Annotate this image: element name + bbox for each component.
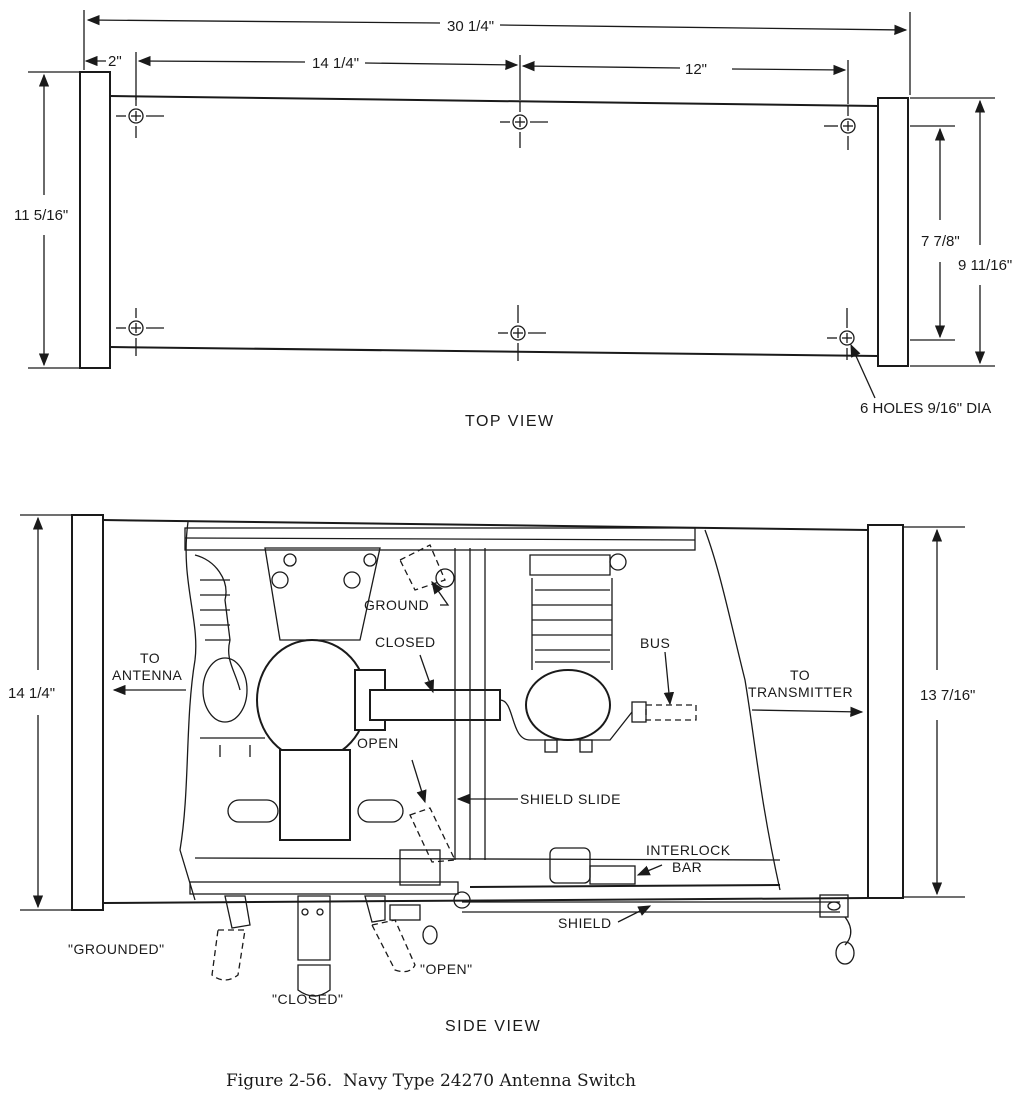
- arrow-right-icon: [751, 706, 864, 717]
- closed-position-label: "CLOSED": [272, 991, 344, 1007]
- hole-spacing-left-dim: 14 1/4": [312, 55, 359, 72]
- cutaway-left: [179, 521, 197, 901]
- to-antenna-label-2: ANTENNA: [112, 667, 183, 683]
- side-view-title: SIDE VIEW: [445, 1018, 541, 1035]
- top-view-title: TOP VIEW: [465, 413, 555, 430]
- slot: [227, 799, 279, 823]
- base-and-interlock: [189, 847, 781, 895]
- left-insulator: [194, 554, 248, 723]
- hole-icon: [500, 102, 548, 148]
- hole-icon: [116, 308, 164, 356]
- hole-icon: [116, 96, 164, 138]
- to-antenna-label: TO: [140, 650, 160, 666]
- left-end-plate: [71, 514, 104, 911]
- figure-caption: Figure 2-56. Navy Type 24270 Antenna Swi…: [226, 1071, 636, 1091]
- hole-row-spacing-dim: 7 7/8": [921, 233, 960, 250]
- nut-icon: [271, 571, 289, 589]
- right-height-dim: 9 11/16": [958, 257, 1012, 274]
- bus-label: BUS: [640, 635, 670, 651]
- to-transmitter-label: TO: [790, 667, 810, 683]
- top-rail: [184, 527, 696, 551]
- switch-arm: [279, 749, 351, 841]
- contact-blade: [369, 689, 501, 721]
- side-view: 14 1/4" 13 7/16" TO ANTENNA TO TRANSMITT…: [8, 514, 975, 1035]
- hole-spacing-right-dim: 12": [685, 61, 707, 78]
- right-end-plate: [877, 97, 909, 367]
- to-transmitter-label-2: TRANSMITTER: [748, 684, 853, 700]
- grounded-position-label: "GROUNDED": [68, 941, 165, 957]
- nut-icon: [343, 571, 361, 589]
- left-height-dim: 11 5/16": [14, 207, 68, 224]
- top-view: 30 1/4" 2" 14 1/4" 12" 11 5/16" 7 7/8" 9…: [14, 10, 1012, 430]
- slot: [357, 799, 404, 823]
- handle-positions: [211, 895, 438, 997]
- shield-slide-rails: [454, 548, 486, 860]
- nut-icon: [363, 553, 377, 567]
- closed-label: CLOSED: [375, 634, 436, 650]
- open-label: OPEN: [357, 735, 399, 751]
- holes-note: 6 HOLES 9/16" DIA: [860, 400, 991, 417]
- hole-icon: [498, 305, 546, 361]
- hole-icon: [827, 308, 855, 360]
- switch-hub: [256, 639, 368, 761]
- right-end-plate: [867, 524, 904, 899]
- interlock-bar-label: INTERLOCK: [646, 842, 731, 858]
- mounting-holes: [116, 96, 856, 361]
- side-left-height-dim: 14 1/4": [8, 685, 55, 702]
- top-edge: [109, 95, 879, 107]
- ground-position-outline: [399, 544, 446, 591]
- overall-width-dim: 30 1/4": [447, 18, 494, 35]
- right-insulator: [499, 553, 697, 753]
- shield-slide-label: SHIELD SLIDE: [520, 791, 621, 807]
- interlock-bar-label-2: BAR: [672, 859, 702, 875]
- shield-label: SHIELD: [558, 915, 612, 931]
- bottom-edge: [109, 346, 879, 357]
- hole-icon: [824, 106, 856, 150]
- bus-outline: [645, 704, 697, 721]
- shield-rod: [453, 891, 855, 965]
- edge-to-hole-dim: 2": [108, 53, 122, 70]
- ground-label: GROUND: [364, 597, 429, 613]
- cutaway-right: [704, 529, 781, 891]
- switch-bracket: [264, 547, 381, 641]
- side-right-height-dim: 13 7/16": [920, 687, 975, 704]
- left-end-plate: [79, 71, 111, 369]
- nut-icon: [283, 553, 297, 567]
- open-position-label: "OPEN": [420, 961, 473, 977]
- open-position-outline: [409, 807, 456, 863]
